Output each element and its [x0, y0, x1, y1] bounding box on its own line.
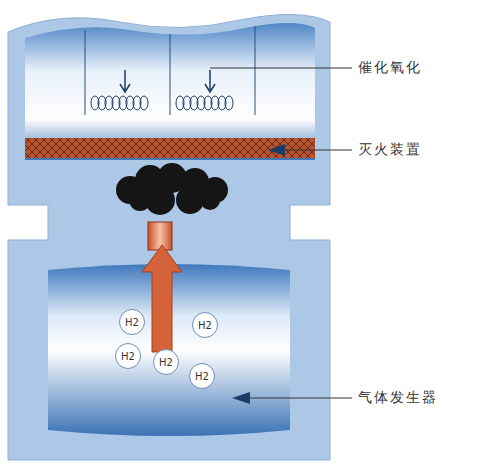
smoke [116, 163, 228, 215]
partition [85, 30, 86, 115]
housing [8, 14, 330, 460]
leader-arrow [268, 144, 285, 156]
gas-flow-arrow [142, 245, 182, 352]
down-arrow [205, 70, 215, 92]
leader-arrow [232, 392, 250, 404]
gas-formula: H2 [121, 351, 135, 362]
gas-bubble: H2 [192, 312, 218, 338]
part-label: 灭火装置 [356, 141, 424, 159]
partition [255, 26, 256, 115]
gas-formula: H2 [195, 371, 209, 382]
oxidation-chamber [25, 23, 315, 160]
flame-arrester [25, 138, 315, 158]
gas-bubble: H2 [115, 343, 141, 369]
gas-formula: H2 [159, 357, 173, 368]
gas-bubble: H2 [153, 349, 179, 375]
gas-bubble: H2 [189, 363, 215, 389]
gas-formula: H2 [198, 320, 212, 331]
leader-line [250, 398, 352, 399]
leader-line [210, 68, 352, 69]
gas-flow [148, 222, 172, 250]
down-arrow [120, 70, 130, 92]
part-label: 气体发生器 [356, 389, 440, 407]
leader-line [285, 150, 352, 151]
gas-bubble: H2 [119, 309, 145, 335]
gas-formula: H2 [125, 317, 139, 328]
part-label: 催化氧化 [356, 59, 424, 77]
catalyst-coils [91, 96, 233, 110]
partition [170, 34, 171, 115]
